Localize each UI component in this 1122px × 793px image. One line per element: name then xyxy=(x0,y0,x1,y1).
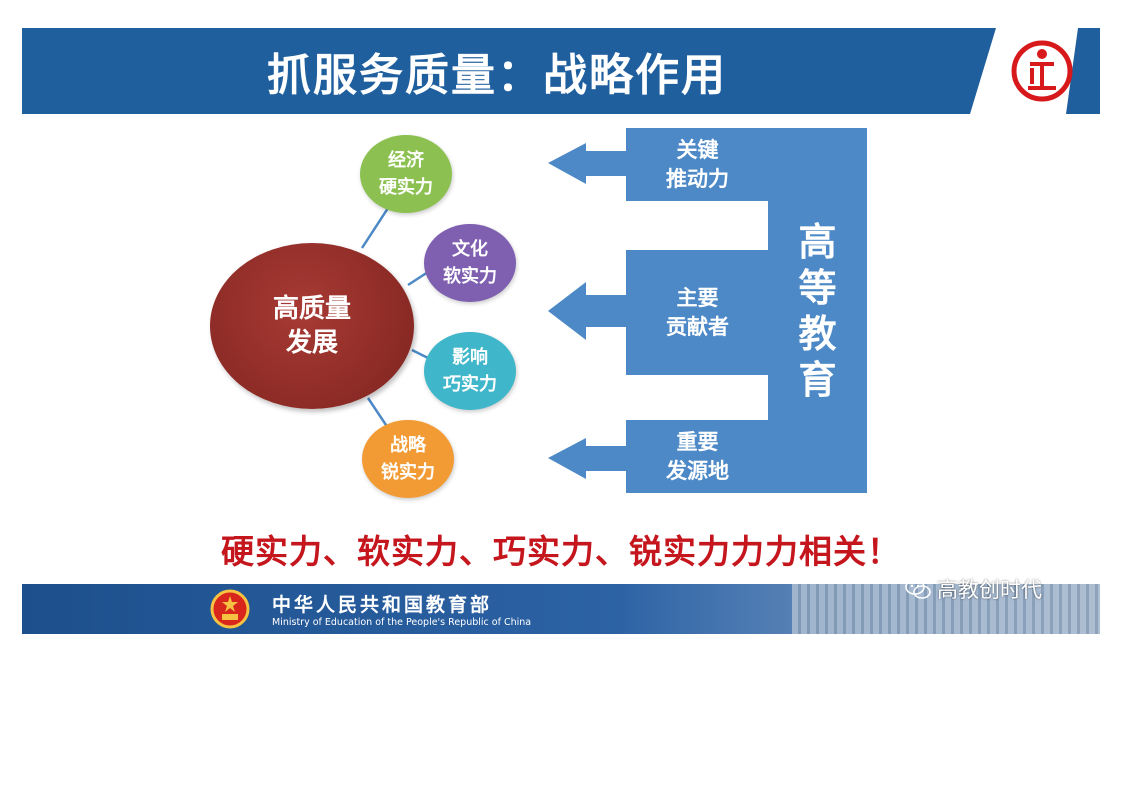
arrow-1-icon xyxy=(548,143,628,184)
watermark: 高教创时代 xyxy=(905,574,1042,604)
center-label-line1: 高质量 xyxy=(272,294,351,324)
node-economy: 经济硬实力 xyxy=(360,135,452,213)
arrow-2-icon xyxy=(548,282,628,340)
role-key-driver: 关键推动力 xyxy=(626,128,769,201)
vertical-char-4: 育 xyxy=(798,357,837,402)
slogan: 硬实力、软实力、巧实力、锐实力力力相关！ xyxy=(221,532,901,571)
role-important-source-line2: 发源地 xyxy=(666,458,729,483)
national-emblem-icon xyxy=(210,589,250,629)
node-culture-line2: 软实力 xyxy=(443,266,497,287)
ministry-name-en: Ministry of Education of the People's Re… xyxy=(272,617,532,628)
header-bar: 抓服务质量：战略作用 xyxy=(22,28,1100,114)
role-important-source: 重要发源地 xyxy=(626,420,769,493)
higher-education-panel xyxy=(768,128,867,493)
ministry-name-cn: 中华人民共和国教育部 xyxy=(272,594,493,616)
node-strategy-line2: 锐实力 xyxy=(381,462,435,483)
role-main-contributor: 主要贡献者 xyxy=(626,250,769,375)
role-main-contributor-line1: 主要 xyxy=(676,285,719,310)
node-economy-line2: 硬实力 xyxy=(379,177,433,198)
vertical-char-3: 教 xyxy=(798,311,837,356)
vertical-char-1: 高 xyxy=(798,219,837,264)
center-label: 高质量 发展 xyxy=(247,292,377,360)
building-photo xyxy=(792,584,1100,634)
node-strategy-line1: 战略 xyxy=(390,435,426,456)
node-strategy: 战略锐实力 xyxy=(362,420,454,498)
logo-area xyxy=(970,28,1100,114)
role-main-contributor-line2: 贡献者 xyxy=(666,314,729,339)
center-label-line2: 发展 xyxy=(285,328,338,358)
node-culture: 文化软实力 xyxy=(424,224,516,302)
node-culture-line1: 文化 xyxy=(452,239,488,260)
slide-title: 抓服务质量：战略作用 xyxy=(267,50,727,101)
role-key-driver-line1: 关键 xyxy=(676,137,719,162)
node-influence-line2: 巧实力 xyxy=(443,374,497,395)
vertical-char-2: 等 xyxy=(798,265,837,310)
footer-bar: 中华人民共和国教育部 Ministry of Education of the … xyxy=(22,584,1100,634)
center-circle: 高质量 发展 xyxy=(210,243,414,409)
arrow-3-icon xyxy=(548,438,628,479)
node-influence: 影响巧实力 xyxy=(424,332,516,410)
higher-education-label: 高 等 教 育 xyxy=(768,128,867,493)
node-economy-line1: 经济 xyxy=(388,150,424,171)
wechat-icon xyxy=(905,579,931,599)
watermark-text: 高教创时代 xyxy=(937,578,1042,602)
institution-logo-icon xyxy=(1011,40,1073,102)
role-important-source-line1: 重要 xyxy=(676,429,719,454)
node-influence-line1: 影响 xyxy=(452,347,488,368)
role-key-driver-line2: 推动力 xyxy=(666,166,729,191)
